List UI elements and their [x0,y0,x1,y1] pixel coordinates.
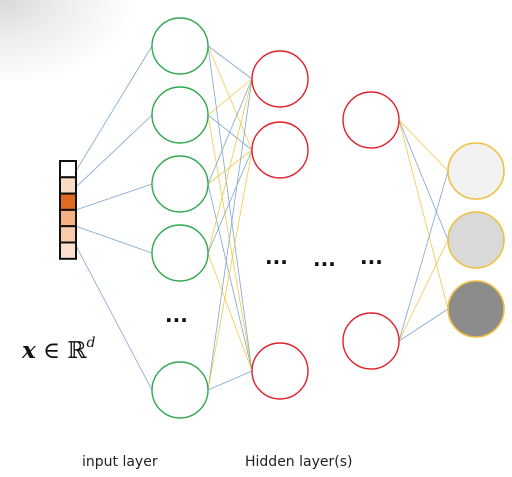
output-node [447,211,505,269]
vector-cell [59,160,77,179]
input-node [151,224,209,282]
vector-cell [59,192,77,211]
input-edge [75,183,153,211]
hidden-node [342,91,400,149]
input-ellipsis: ··· [165,308,188,332]
input-layer-label: input layer [82,454,158,470]
output-edge [398,119,449,241]
hidden-ellipsis-3: ··· [360,250,383,274]
input-node [151,361,209,419]
corner-shadow [0,0,130,80]
formula-exponent: d [86,335,96,351]
vector-cell [59,241,77,260]
hidden-layer-label: Hidden layer(s) [245,454,353,470]
hidden-edge [207,183,253,372]
input-edge [75,114,153,188]
vector-cell [59,176,77,195]
hidden-edge [207,45,253,80]
hidden-node [342,312,400,370]
hidden-node [251,342,309,400]
input-edge [75,225,153,254]
vector-cell [59,208,77,228]
output-node [447,142,505,200]
connection-edges [75,45,449,391]
formula-relation: ∈ [43,338,61,364]
input-vector [59,160,77,260]
input-edge [75,245,153,391]
hidden-edge [207,149,253,391]
hidden-node [251,121,309,179]
input-node [151,17,209,75]
hidden-edge [207,78,253,254]
input-node [151,155,209,213]
hidden-edge [207,370,253,391]
input-edge [75,45,153,171]
hidden-edge [207,114,253,372]
hidden-ellipsis-1: ··· [265,250,288,274]
hidden-node [251,50,309,108]
hidden-edge [207,78,253,185]
output-node [447,280,505,338]
formula-symbol: x [22,337,36,364]
hidden-ellipsis-2: ··· [313,252,336,276]
output-edge [398,119,449,310]
output-edge [398,170,449,342]
output-edge [398,308,449,342]
formula-space: ℝ [67,338,87,364]
input-node [151,86,209,144]
vector-cell [59,225,77,244]
hidden-edge [207,252,253,372]
network-nodes [151,17,505,419]
input-vector-formula: x ∈ ℝd [22,335,95,364]
hidden-edge [207,78,253,116]
output-edge [398,239,449,342]
hidden-edge [207,78,253,391]
hidden-edge [207,149,253,254]
hidden-edge [207,45,253,151]
hidden-edge [207,45,253,372]
output-edge [398,119,449,172]
